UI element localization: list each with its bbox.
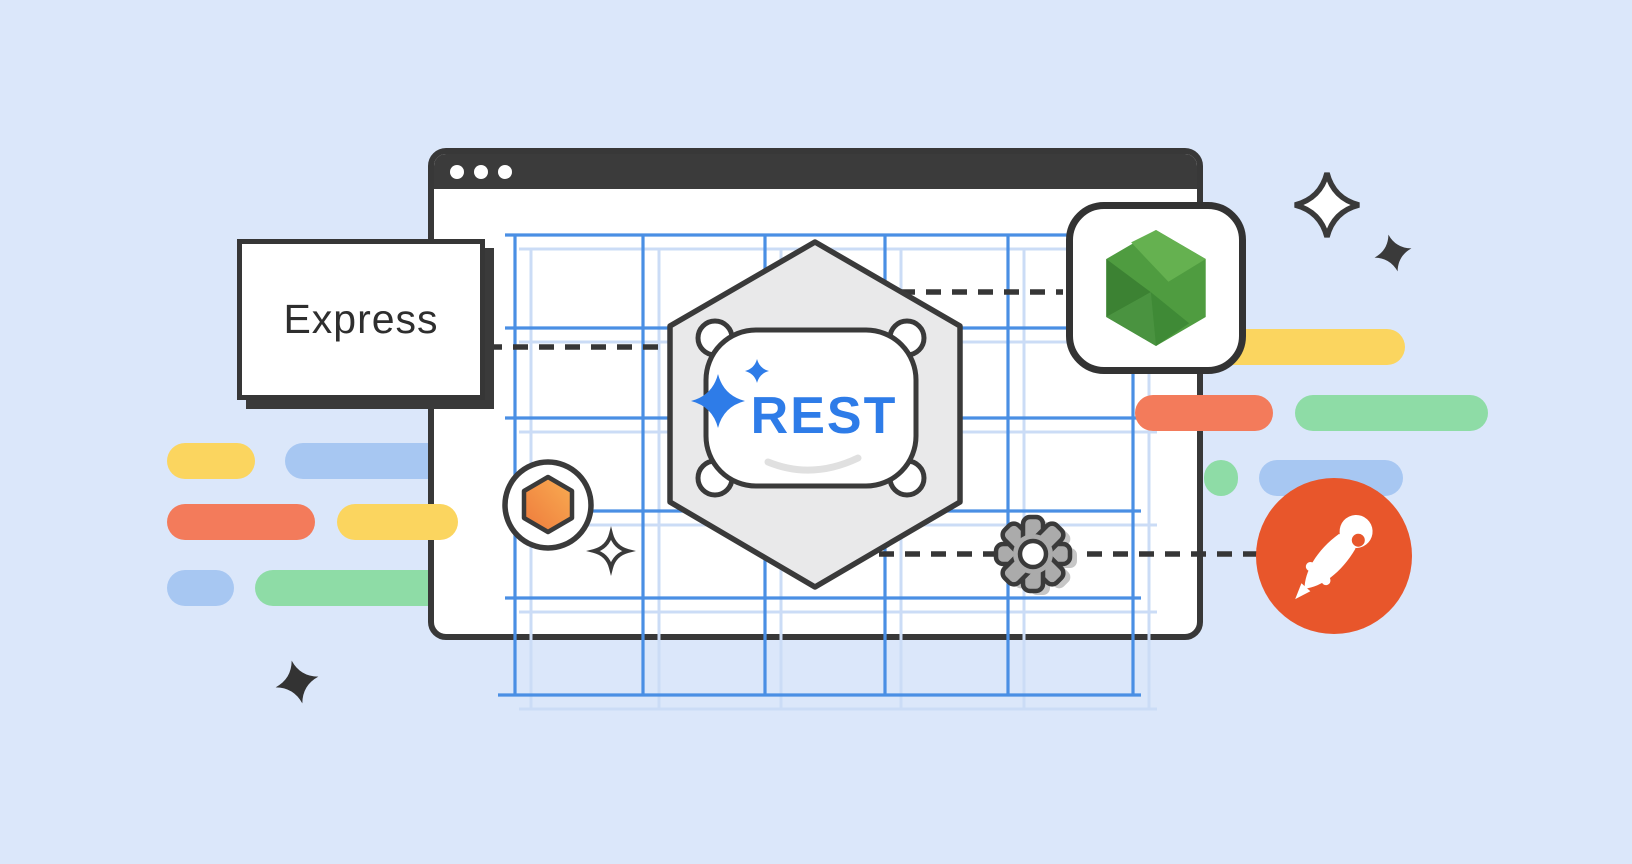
rest-hexagon: REST (667, 239, 963, 590)
express-card: Express (237, 239, 485, 400)
gear-icon (993, 514, 1077, 595)
postman-badge (1256, 478, 1412, 634)
nodejs-logo (1106, 230, 1206, 346)
code-bar (337, 504, 458, 540)
package-hexagon-icon (502, 459, 594, 551)
code-bar (167, 443, 255, 479)
window-dot (474, 164, 488, 179)
filled-sparkle-icon (1374, 234, 1412, 272)
pillow-smile (764, 454, 862, 474)
code-bar (167, 504, 315, 540)
blue-sparkle-icon-small (745, 359, 769, 383)
code-bar (1295, 395, 1488, 431)
window-dot (450, 164, 464, 179)
filled-sparkle-icon (275, 660, 319, 704)
code-bar (1204, 460, 1238, 496)
nodejs-card (1066, 202, 1246, 374)
postman-logo (1295, 514, 1373, 600)
code-bar (167, 570, 234, 606)
outline-sparkle-icon (1294, 172, 1360, 238)
blue-sparkle-icon (691, 374, 745, 428)
express-wordmark: Express (283, 296, 439, 342)
browser-window-titlebar (434, 154, 1197, 189)
code-bar (1135, 395, 1273, 431)
rest-label: REST (751, 387, 898, 445)
outline-sparkle-icon-small (586, 526, 636, 576)
window-dot (498, 164, 512, 179)
